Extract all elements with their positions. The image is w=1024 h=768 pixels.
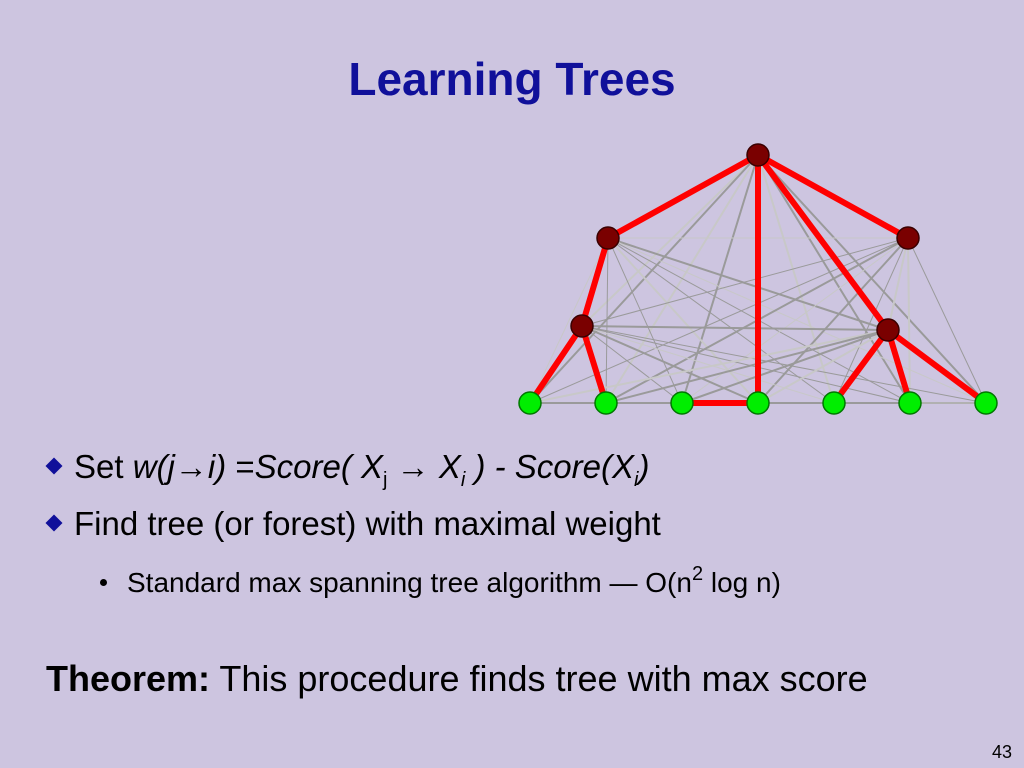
graph-edge [529,329,889,404]
bullet-find-tree: Find tree (or forest) with maximal weigh… [45,507,661,540]
graph-edge [581,325,889,331]
slide-title: Learning Trees [348,53,676,105]
graph-edge [607,237,759,404]
tree-edge [527,323,585,406]
graph-edge [605,237,609,404]
theorem-statement: Theorem: This procedure finds tree with … [46,661,868,697]
graph-edge [907,237,911,404]
leaf-node [822,391,846,415]
graph-edge [581,237,909,327]
graph-edge [581,154,759,327]
bullet-set-weight: Set w(j→i) =Score( Xj → Xi ) - Score(Xi) [45,448,650,491]
leaf-node [898,391,922,415]
max-spanning-tree-edges [527,152,989,406]
internal-node [746,143,770,167]
graph-edge [607,237,987,404]
tree-edge [885,327,989,406]
diamond-bullet-icon [45,514,63,532]
graph-edge [833,237,909,404]
internal-node [876,318,900,342]
graph-edge [605,329,889,404]
graph-edge [757,154,835,404]
diamond-bullet-icon [45,457,63,475]
tree-edge [579,235,611,329]
graph-edge [887,237,909,331]
tree-edge [755,152,891,333]
tree-edge [579,323,609,406]
graph-edge [907,237,987,404]
score-expression: Score( Xj → Xi ) - Score(Xi) [254,448,650,491]
leaf-node [746,391,770,415]
leaf-node [974,391,998,415]
tree-edge [831,327,891,406]
graph-edge [581,325,835,404]
internal-node [570,314,594,338]
internal-node [896,226,920,250]
theorem-label: Theorem: [46,658,211,699]
graph-edge [581,325,759,404]
graph-edge [757,329,889,404]
graph-edge [607,237,889,331]
graph-edge [529,237,609,404]
sub-bullet-spanning-tree: Standard max spanning tree algorithm — O… [100,564,781,597]
leaf-node [594,391,618,415]
graph-edge [681,154,759,404]
weight-expression: w(j→i) [132,448,227,485]
graph-edge [581,325,987,404]
graph-edge [607,237,835,404]
tree-edge [885,327,913,406]
graph-edge [607,237,683,404]
graph-nodes [518,143,998,415]
graph-edge [681,329,889,404]
tree-edge [755,152,911,241]
leaf-node [670,391,694,415]
theorem-text: This procedure finds tree with max score [210,658,868,699]
graph-edge [757,237,909,404]
internal-node [596,226,620,250]
graph-edge [581,325,911,404]
graph-edge [581,325,683,404]
page-number: 43 [991,742,1012,762]
dot-bullet-icon [100,579,107,586]
tree-edge [605,152,761,241]
leaf-node [518,391,542,415]
graph-edge [529,237,909,404]
graph-edge [681,237,909,404]
